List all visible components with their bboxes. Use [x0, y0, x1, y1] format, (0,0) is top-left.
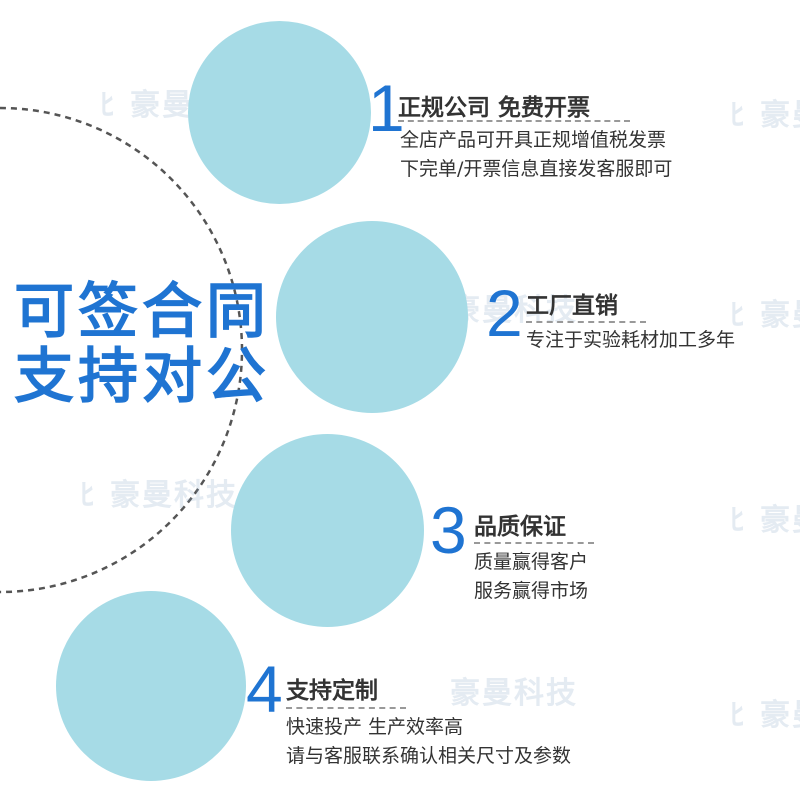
logo-icon: ﾋ	[80, 478, 95, 513]
feature-divider-1	[398, 120, 630, 122]
feature-circle-1	[188, 21, 371, 204]
feature-line: 服务赢得市场	[474, 580, 589, 602]
feature-title-2: 工厂直销	[526, 293, 618, 319]
feature-description-4: 快速投产 生产效率高 请与客服联系确认相关尺寸及参数	[286, 713, 571, 771]
feature-number-3: 3	[430, 493, 467, 567]
feature-number-4: 4	[246, 652, 283, 726]
feature-divider-3	[474, 542, 594, 544]
feature-circle-4	[56, 591, 246, 781]
watermark-text: 豪曼科技	[760, 698, 800, 733]
feature-line: 质量赢得客户	[474, 551, 589, 573]
feature-description-1: 全店产品可开具正规增值税发票 下完单/开票信息直接发客服即可	[400, 126, 672, 184]
feature-line: 请与客服联系确认相关尺寸及参数	[286, 745, 572, 767]
feature-title-1: 正规公司 免费开票	[398, 95, 591, 121]
logo-icon: ﾋ	[730, 503, 745, 538]
feature-description-2: 专注于实验耗材加工多年	[526, 326, 735, 355]
feature-number-2: 2	[486, 276, 523, 350]
headline-contract: 可签合同	[14, 277, 270, 347]
watermark-text: 豪曼科技	[760, 503, 800, 538]
feature-circle-2	[276, 221, 468, 413]
feature-line: 专注于实验耗材加工多年	[526, 329, 736, 351]
feature-divider-4	[286, 707, 406, 709]
feature-title-4: 支持定制	[286, 678, 378, 704]
logo-icon: ﾋ	[100, 88, 115, 123]
watermark-text: 豪曼科技	[450, 676, 578, 711]
feature-divider-2	[526, 321, 646, 323]
watermark-text: 豪曼科技	[110, 478, 238, 513]
feature-number-1: 1	[368, 71, 405, 145]
logo-icon: ﾋ	[730, 698, 745, 733]
feature-description-3: 质量赢得客户 服务赢得市场	[474, 548, 588, 606]
feature-line: 快速投产 生产效率高	[286, 716, 464, 738]
feature-line: 下完单/开票信息直接发客服即可	[400, 158, 673, 180]
watermark-text: 豪曼科技	[760, 298, 800, 333]
logo-icon: ﾋ	[730, 98, 745, 133]
feature-title-3: 品质保证	[474, 514, 566, 540]
feature-circle-3	[231, 434, 424, 627]
logo-icon: ﾋ	[730, 298, 745, 333]
watermark-text: 豪曼科技	[760, 98, 800, 133]
headline-corporate-payment: 支持对公	[14, 342, 270, 412]
feature-line: 全店产品可开具正规增值税发票	[400, 129, 667, 151]
